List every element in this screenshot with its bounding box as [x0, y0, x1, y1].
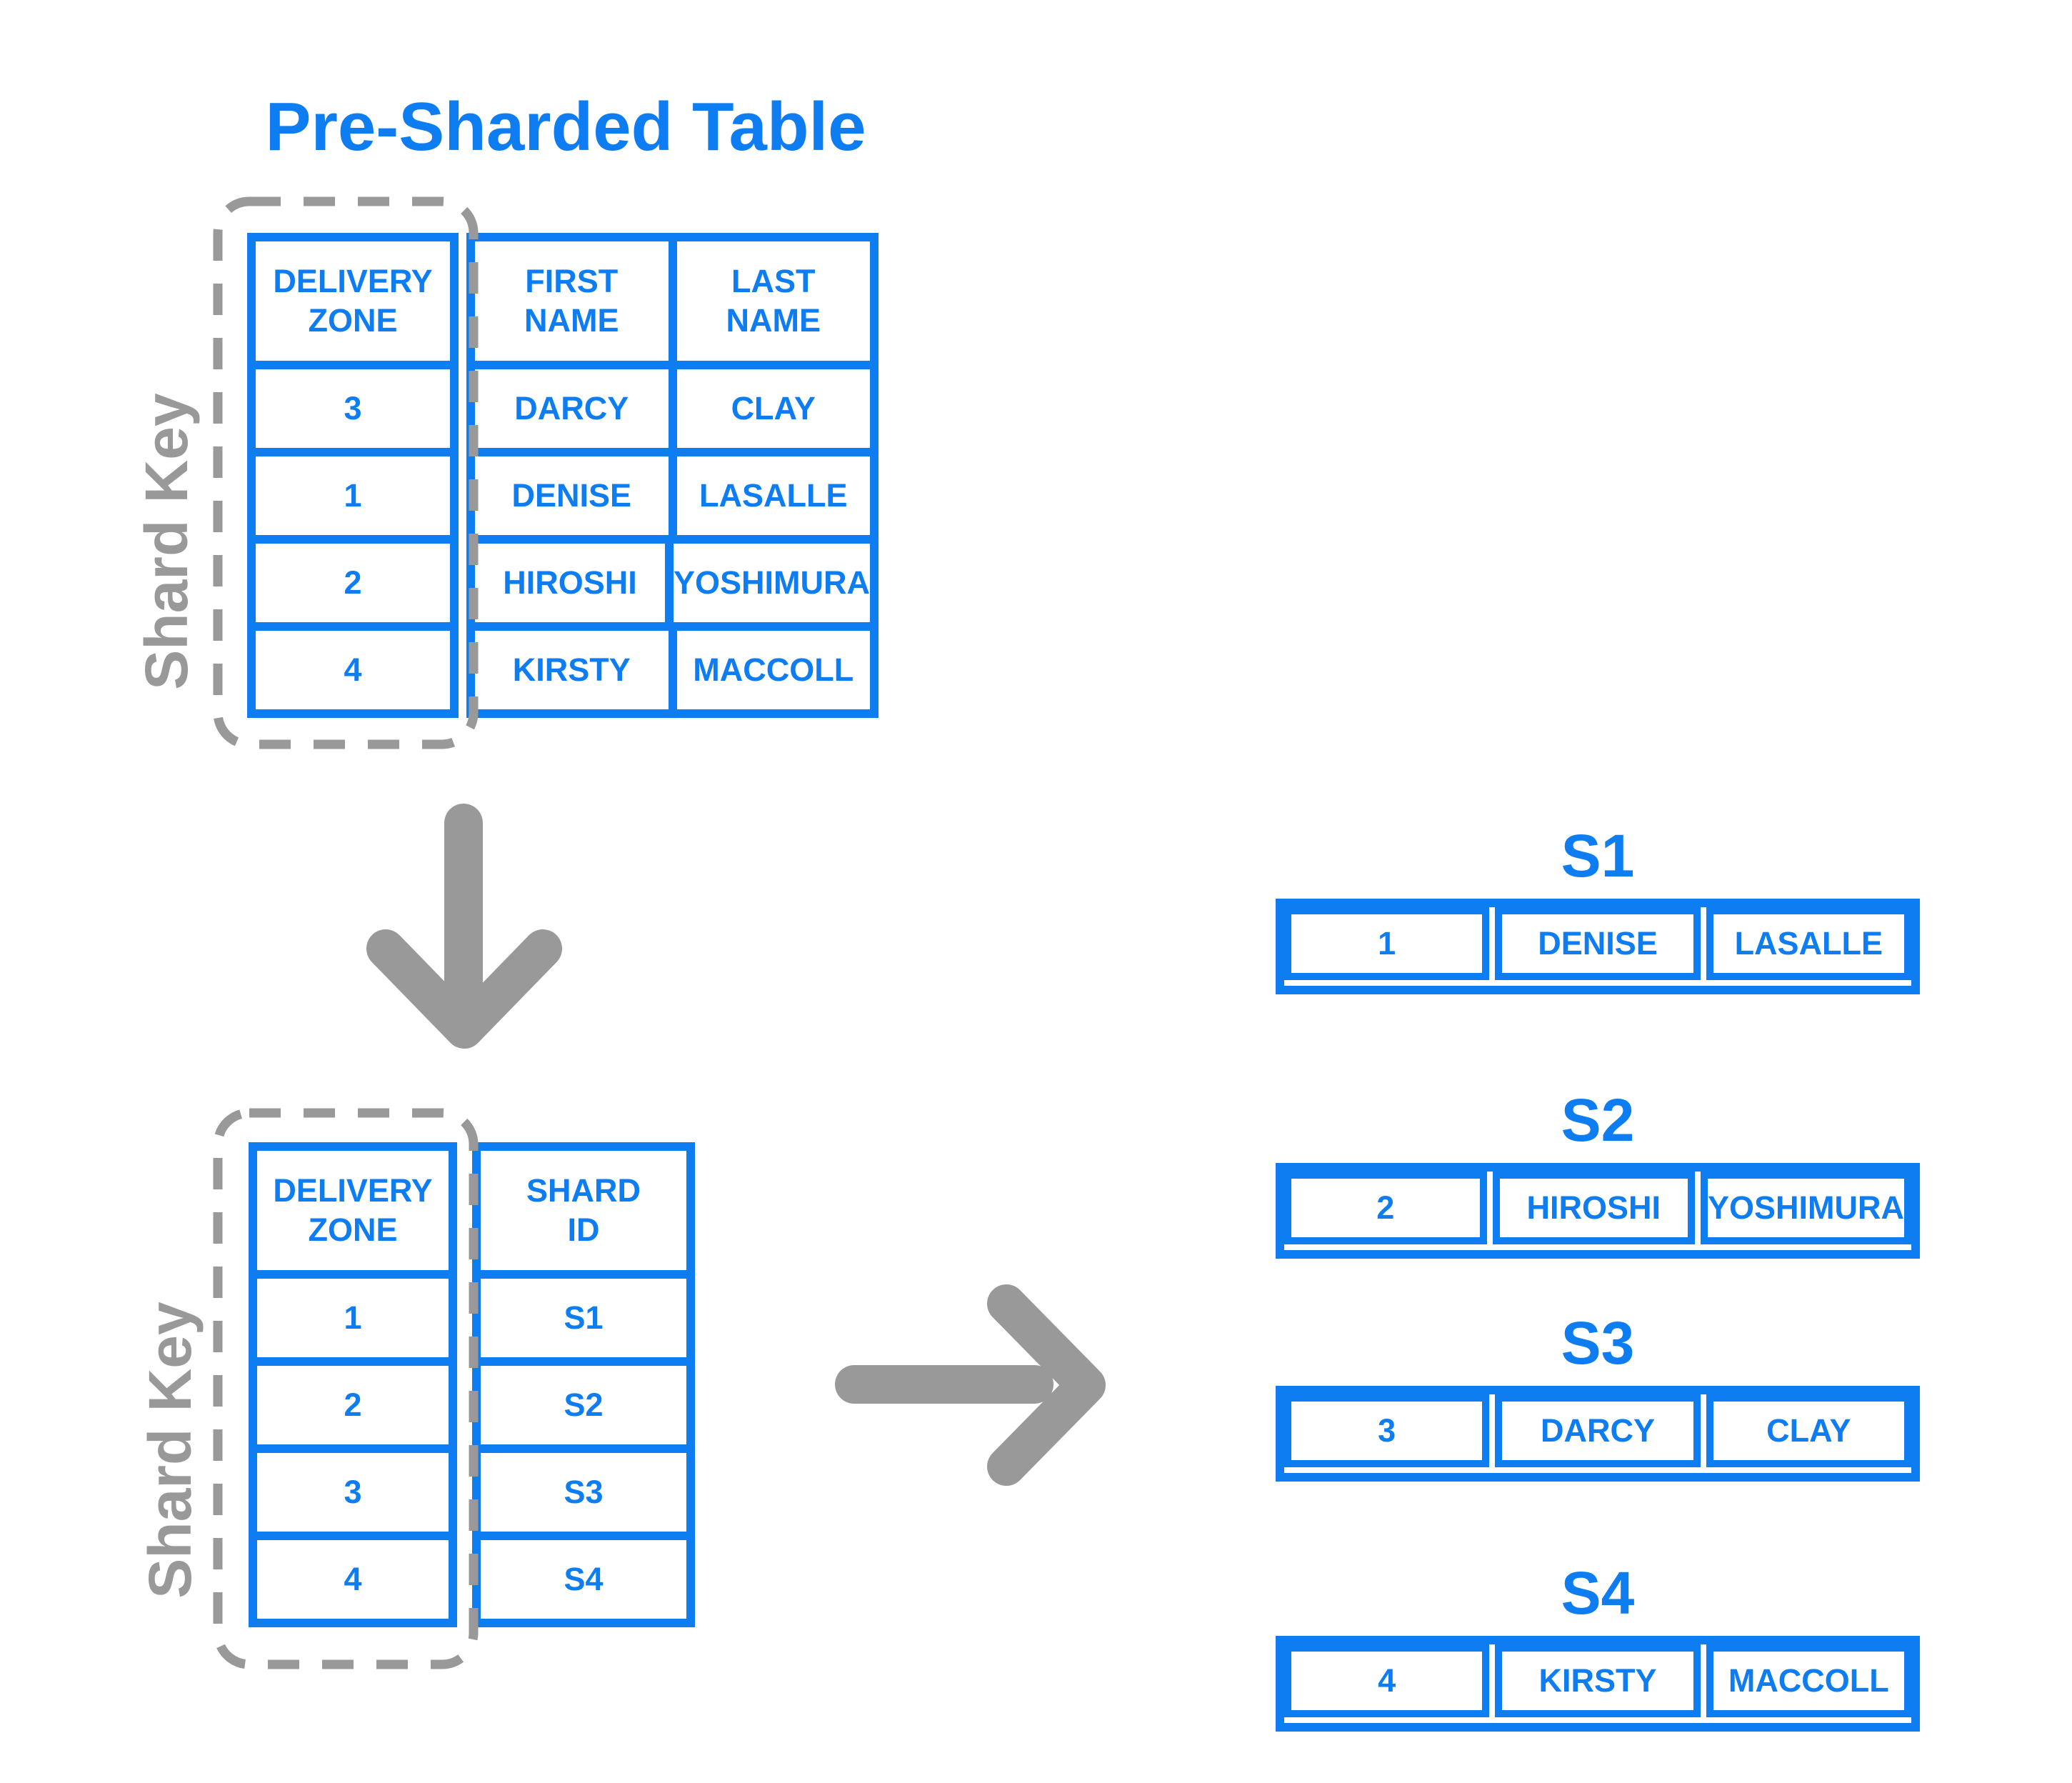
pre-table-zone-cell: 4 [344, 651, 362, 688]
pre-table-first-name-cell: DENISE [511, 476, 632, 514]
mapping-table-shard-id-column: SHARD ID S1 S2 S3 S4 [472, 1142, 695, 1627]
pre-table-first-name-cell: HIROSHI [503, 564, 637, 601]
pre-table-last-name-cell: CLAY [668, 369, 871, 448]
pre-table-shard-key-column: DELIVERY ZONE 3 1 2 4 [247, 233, 459, 718]
shard-s1-first-name-cell: DENISE [1495, 907, 1701, 980]
mapping-table-shard-id-cell: S1 [564, 1299, 604, 1336]
pre-table-name-columns: FIRST NAME LAST NAME DARCY CLAY DENISE L… [466, 233, 879, 718]
page-title: Pre-Sharded Table [265, 89, 866, 165]
shard-s2-title: S2 [1561, 1086, 1635, 1154]
shard-s4-last-name-cell: MACCOLL [1706, 1644, 1911, 1717]
shard-s1-title: S1 [1561, 821, 1635, 889]
mapping-table-header-delivery-zone: DELIVERY ZONE [273, 1172, 433, 1248]
shard-s2-table: 2 HIROSHI YOSHIMURA [1276, 1163, 1920, 1259]
shard-s2-zone-cell: 2 [1284, 1172, 1487, 1244]
mapping-table-zone-cell: 2 [344, 1386, 362, 1423]
pre-table-zone-cell: 1 [344, 476, 362, 514]
shard-s4-first-name-cell: KIRSTY [1495, 1644, 1701, 1717]
mapping-table-header-shard-id: SHARD ID [526, 1172, 641, 1248]
shard-s4-zone-cell: 4 [1284, 1644, 1490, 1717]
pre-table-last-name-cell: LASALLE [668, 456, 871, 535]
pre-table-first-name-cell: DARCY [514, 389, 629, 426]
pre-table-last-name-cell: YOSHIMURA [664, 544, 870, 622]
shard-s1-zone-cell: 1 [1284, 907, 1490, 980]
pre-table-last-name-cell: MACCOLL [668, 631, 871, 709]
shard-key-label-mapping-table: Shard Key [136, 1302, 204, 1599]
mapping-table-zone-cell: 3 [344, 1473, 362, 1510]
mapping-table-shard-id-cell: S2 [564, 1386, 604, 1423]
shard-s3-last-name-cell: CLAY [1706, 1394, 1911, 1467]
shard-key-label-pre-table: Shard Key [132, 393, 200, 690]
shard-s3-table: 3 DARCY CLAY [1276, 1386, 1920, 1482]
mapping-table-zone-cell: 1 [344, 1299, 362, 1336]
right-arrow-icon [835, 1284, 1106, 1486]
pre-table-header-first-name: FIRST NAME [524, 262, 619, 339]
down-arrow-icon [366, 804, 562, 1049]
shard-s3-zone-cell: 3 [1284, 1394, 1490, 1467]
shard-s3-first-name-cell: DARCY [1495, 1394, 1701, 1467]
shard-s4-table: 4 KIRSTY MACCOLL [1276, 1636, 1920, 1732]
pre-table-zone-cell: 2 [344, 564, 362, 601]
shard-s2-first-name-cell: HIROSHI [1492, 1172, 1695, 1244]
shard-s3-title: S3 [1561, 1309, 1635, 1377]
mapping-table-shard-id-cell: S3 [564, 1473, 604, 1510]
shard-s1-table: 1 DENISE LASALLE [1276, 899, 1920, 994]
pre-table-zone-cell: 3 [344, 389, 362, 426]
mapping-table-shard-id-cell: S4 [564, 1560, 604, 1597]
shard-s4-title: S4 [1561, 1559, 1635, 1627]
pre-table-header-last-name: LAST NAME [668, 241, 871, 361]
pre-table-first-name-cell: KIRSTY [512, 651, 631, 688]
shard-s1-last-name-cell: LASALLE [1706, 907, 1911, 980]
shard-s2-last-name-cell: YOSHIMURA [1701, 1172, 1912, 1244]
mapping-table-zone-cell: 4 [344, 1560, 362, 1597]
pre-table-header-delivery-zone: DELIVERY ZONE [273, 262, 433, 339]
mapping-table-shard-key-column: DELIVERY ZONE 1 2 3 4 [249, 1142, 457, 1627]
